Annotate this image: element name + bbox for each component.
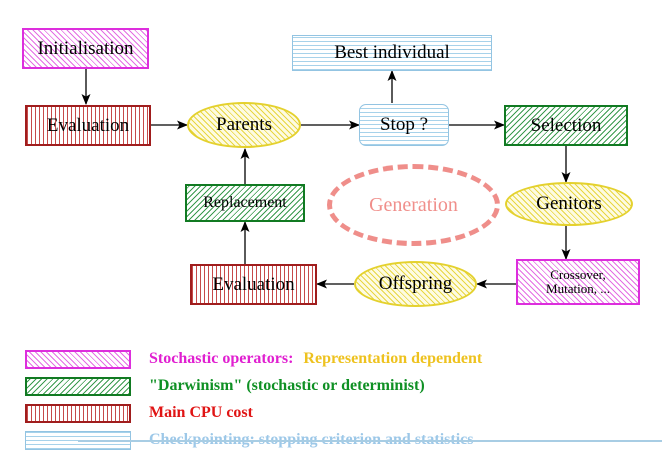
legend-swatch-main-cpu-cost-icon bbox=[25, 403, 131, 423]
node-evaluation-top-label: Evaluation bbox=[46, 114, 130, 136]
node-replacement[interactable]: Replacement bbox=[185, 184, 305, 222]
legend-label-representation-dependent: Representation dependent bbox=[303, 350, 483, 367]
node-generation: Generation bbox=[327, 164, 500, 246]
legend-label-darwinism: "Darwinism" (stochastic or determinist) bbox=[149, 377, 425, 394]
node-stop[interactable]: Stop ? bbox=[359, 104, 449, 146]
legend-row: Stochastic operators: Representation dep… bbox=[0, 346, 662, 372]
node-evaluation-bottom[interactable]: Evaluation bbox=[190, 264, 317, 305]
node-best-individual[interactable]: Best individual bbox=[292, 35, 492, 71]
node-parents-label: Parents bbox=[216, 114, 272, 136]
node-evaluation-top[interactable]: Evaluation bbox=[25, 105, 151, 146]
node-selection-label: Selection bbox=[530, 114, 602, 136]
node-offspring-label: Offspring bbox=[378, 273, 453, 295]
node-offspring[interactable]: Offspring bbox=[354, 261, 477, 307]
legend: Stochastic operators: Representation dep… bbox=[0, 338, 662, 458]
node-genitors-label: Genitors bbox=[536, 193, 602, 215]
bottom-divider bbox=[78, 440, 662, 442]
node-operators-label: Crossover, Mutation, ... bbox=[546, 267, 610, 296]
node-evaluation-bottom-label: Evaluation bbox=[212, 273, 295, 295]
legend-row: Main CPU cost bbox=[0, 400, 662, 426]
legend-row: "Darwinism" (stochastic or determinist) bbox=[0, 373, 662, 399]
node-genitors[interactable]: Genitors bbox=[505, 182, 633, 226]
legend-label-stochastic-operators: Stochastic operators: bbox=[149, 350, 294, 367]
node-operators[interactable]: Crossover, Mutation, ... bbox=[516, 259, 640, 305]
node-initialisation[interactable]: Initialisation bbox=[22, 28, 149, 69]
node-initialisation-label: Initialisation bbox=[37, 37, 134, 59]
node-generation-label: Generation bbox=[369, 193, 458, 216]
legend-swatch-darwinism-icon bbox=[25, 376, 131, 396]
node-best-individual-label: Best individual bbox=[334, 42, 450, 64]
legend-label-checkpointing: Checkpointing: stopping criterion and st… bbox=[149, 431, 473, 449]
node-parents[interactable]: Parents bbox=[187, 102, 301, 148]
node-selection[interactable]: Selection bbox=[504, 105, 628, 146]
legend-label-main-cpu-cost: Main CPU cost bbox=[149, 404, 253, 421]
node-stop-label: Stop ? bbox=[379, 114, 429, 136]
node-replacement-label: Replacement bbox=[203, 193, 287, 211]
legend-swatch-stochastic-operators-icon bbox=[25, 349, 131, 369]
